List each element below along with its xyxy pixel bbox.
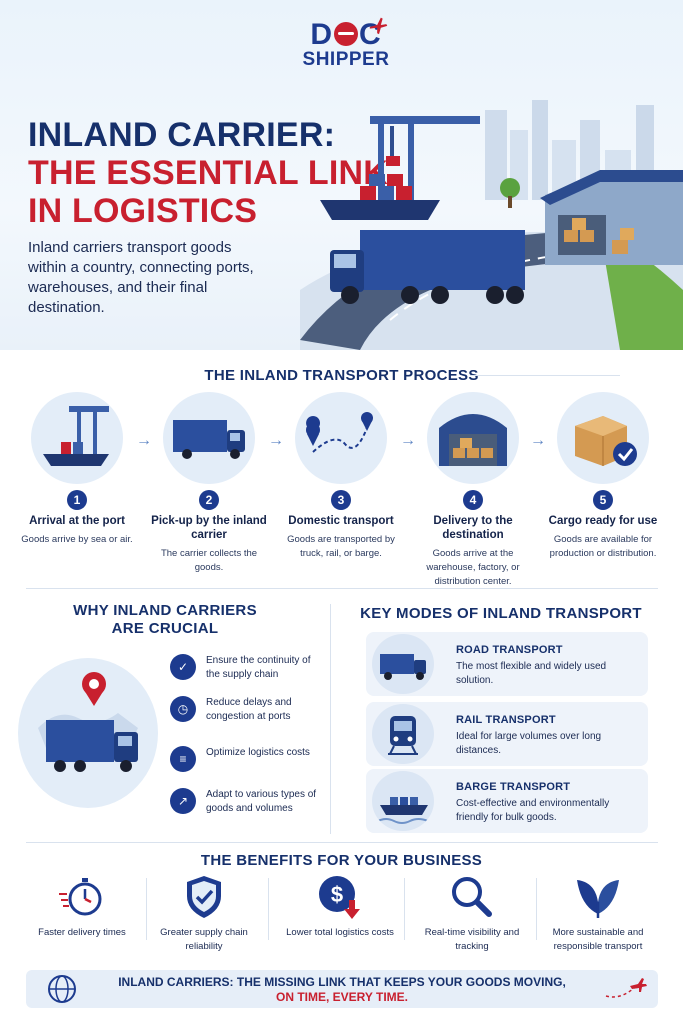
divider <box>330 604 331 834</box>
clock-icon: ◷ <box>170 696 196 722</box>
modes-title: KEY MODES OF INLAND TRANSPORT <box>360 605 642 622</box>
benefit-item: $ Lower total logistics costs <box>280 872 400 940</box>
process-title: THE INLAND TRANSPORT PROCESS <box>204 367 479 384</box>
arrow-right-icon: → <box>136 432 152 449</box>
process-step-2: 2 Pick-up by the inland carrier The carr… <box>150 392 268 575</box>
airplane-icon <box>369 17 388 35</box>
divider <box>470 375 620 376</box>
truck-icon <box>372 634 434 694</box>
box-check-icon <box>557 392 649 484</box>
intro-text: Inland carriers transport goods within a… <box>28 239 254 316</box>
route-map-icon <box>295 392 387 484</box>
mode-road: ROAD TRANSPORT The most flexible and wid… <box>366 632 648 696</box>
airplane-icon <box>605 978 647 998</box>
globe-icon <box>334 22 358 46</box>
warehouse-icon <box>427 392 519 484</box>
benefit-item: Greater supply chain reliability <box>144 872 264 954</box>
process-step-3: 3 Domestic transport Goods are transport… <box>282 392 400 561</box>
globe-icon <box>48 975 76 1003</box>
footer-banner: INLAND CARRIERS: THE MISSING LINK THAT K… <box>26 970 658 1008</box>
arrow-right-icon: → <box>268 432 284 449</box>
divider <box>536 878 537 940</box>
divider <box>26 842 658 843</box>
leaf-icon <box>538 872 658 922</box>
divider <box>146 878 147 940</box>
mode-barge: BARGE TRANSPORT Cost-effective and envir… <box>366 769 648 833</box>
benefit-item: More sustainable and responsible transpo… <box>538 872 658 954</box>
train-icon <box>372 704 434 764</box>
coins-icon: ≡ <box>170 746 196 772</box>
magnifier-icon <box>412 872 532 922</box>
arrow-right-icon: → <box>400 432 416 449</box>
globe-truck-illustration <box>18 658 158 808</box>
shield-check-icon <box>144 872 264 922</box>
benefit-item: Faster delivery times <box>22 872 142 940</box>
mode-rail: RAIL TRANSPORT Ideal for large volumes o… <box>366 702 648 766</box>
growth-chart-icon: ↗ <box>170 788 196 814</box>
divider <box>404 878 405 940</box>
process-step-4: 4 Delivery to the destination Goods arri… <box>414 392 532 589</box>
process-step-1: 1 Arrival at the port Goods arrive by se… <box>18 392 136 547</box>
why-title: WHY INLAND CARRIERS ARE CRUCIAL <box>73 602 257 637</box>
svg-text:$: $ <box>331 882 343 907</box>
page-title: INLAND CARRIER: THE ESSENTIAL LINK IN LO… <box>28 116 389 230</box>
truck-icon <box>163 392 255 484</box>
divider <box>26 588 658 589</box>
arrow-right-icon: → <box>530 432 546 449</box>
dollar-down-icon: $ <box>280 872 400 922</box>
barge-icon <box>372 771 434 831</box>
divider <box>268 878 269 940</box>
benefits-title: THE BENEFITS FOR YOUR BUSINESS <box>200 852 483 869</box>
benefit-item: Real-time visibility and tracking <box>412 872 532 954</box>
stopwatch-icon <box>22 872 142 922</box>
shield-check-icon: ✓ <box>170 654 196 680</box>
hero-illustration <box>300 100 683 350</box>
process-step-5: 5 Cargo ready for use Goods are availabl… <box>544 392 662 561</box>
port-crane-icon <box>31 392 123 484</box>
